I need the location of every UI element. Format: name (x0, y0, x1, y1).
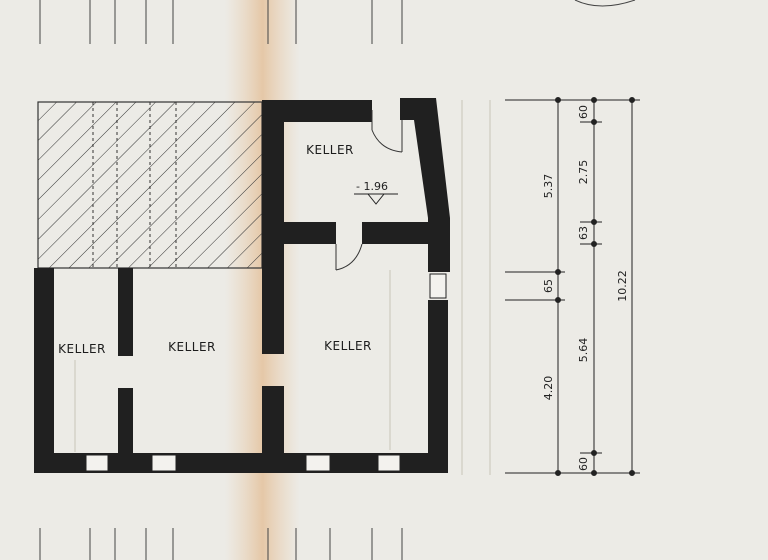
top-tick-marks (39, 0, 636, 44)
room-label-keller-left: KELLER (58, 342, 106, 356)
dim-5-64: 5.64 (577, 338, 590, 363)
pencil-guides (74, 100, 491, 475)
dim-4-20: 4.20 (542, 376, 555, 401)
door-swings (335, 110, 403, 271)
walls (34, 98, 450, 473)
room-label-keller-middle: KELLER (168, 340, 216, 354)
dimension-lines (505, 97, 640, 476)
svg-text:- 1.96: - 1.96 (356, 180, 388, 193)
hatched-area (37, 101, 263, 269)
dim-60-bottom: 60 (577, 457, 590, 471)
dim-60-top: 60 (577, 105, 590, 119)
room-label-keller-right: KELLER (324, 339, 372, 353)
level-marker: - 1.96 (354, 180, 398, 205)
room-label-keller-top: KELLER (306, 143, 354, 157)
dim-2-75: 2.75 (577, 160, 590, 185)
dim-65: 65 (542, 279, 555, 293)
dim-10-22: 10.22 (616, 270, 629, 302)
bottom-tick-marks (39, 528, 403, 560)
dim-63: 63 (577, 226, 590, 240)
window-openings (85, 273, 447, 472)
dim-5-37: 5.37 (542, 174, 555, 199)
